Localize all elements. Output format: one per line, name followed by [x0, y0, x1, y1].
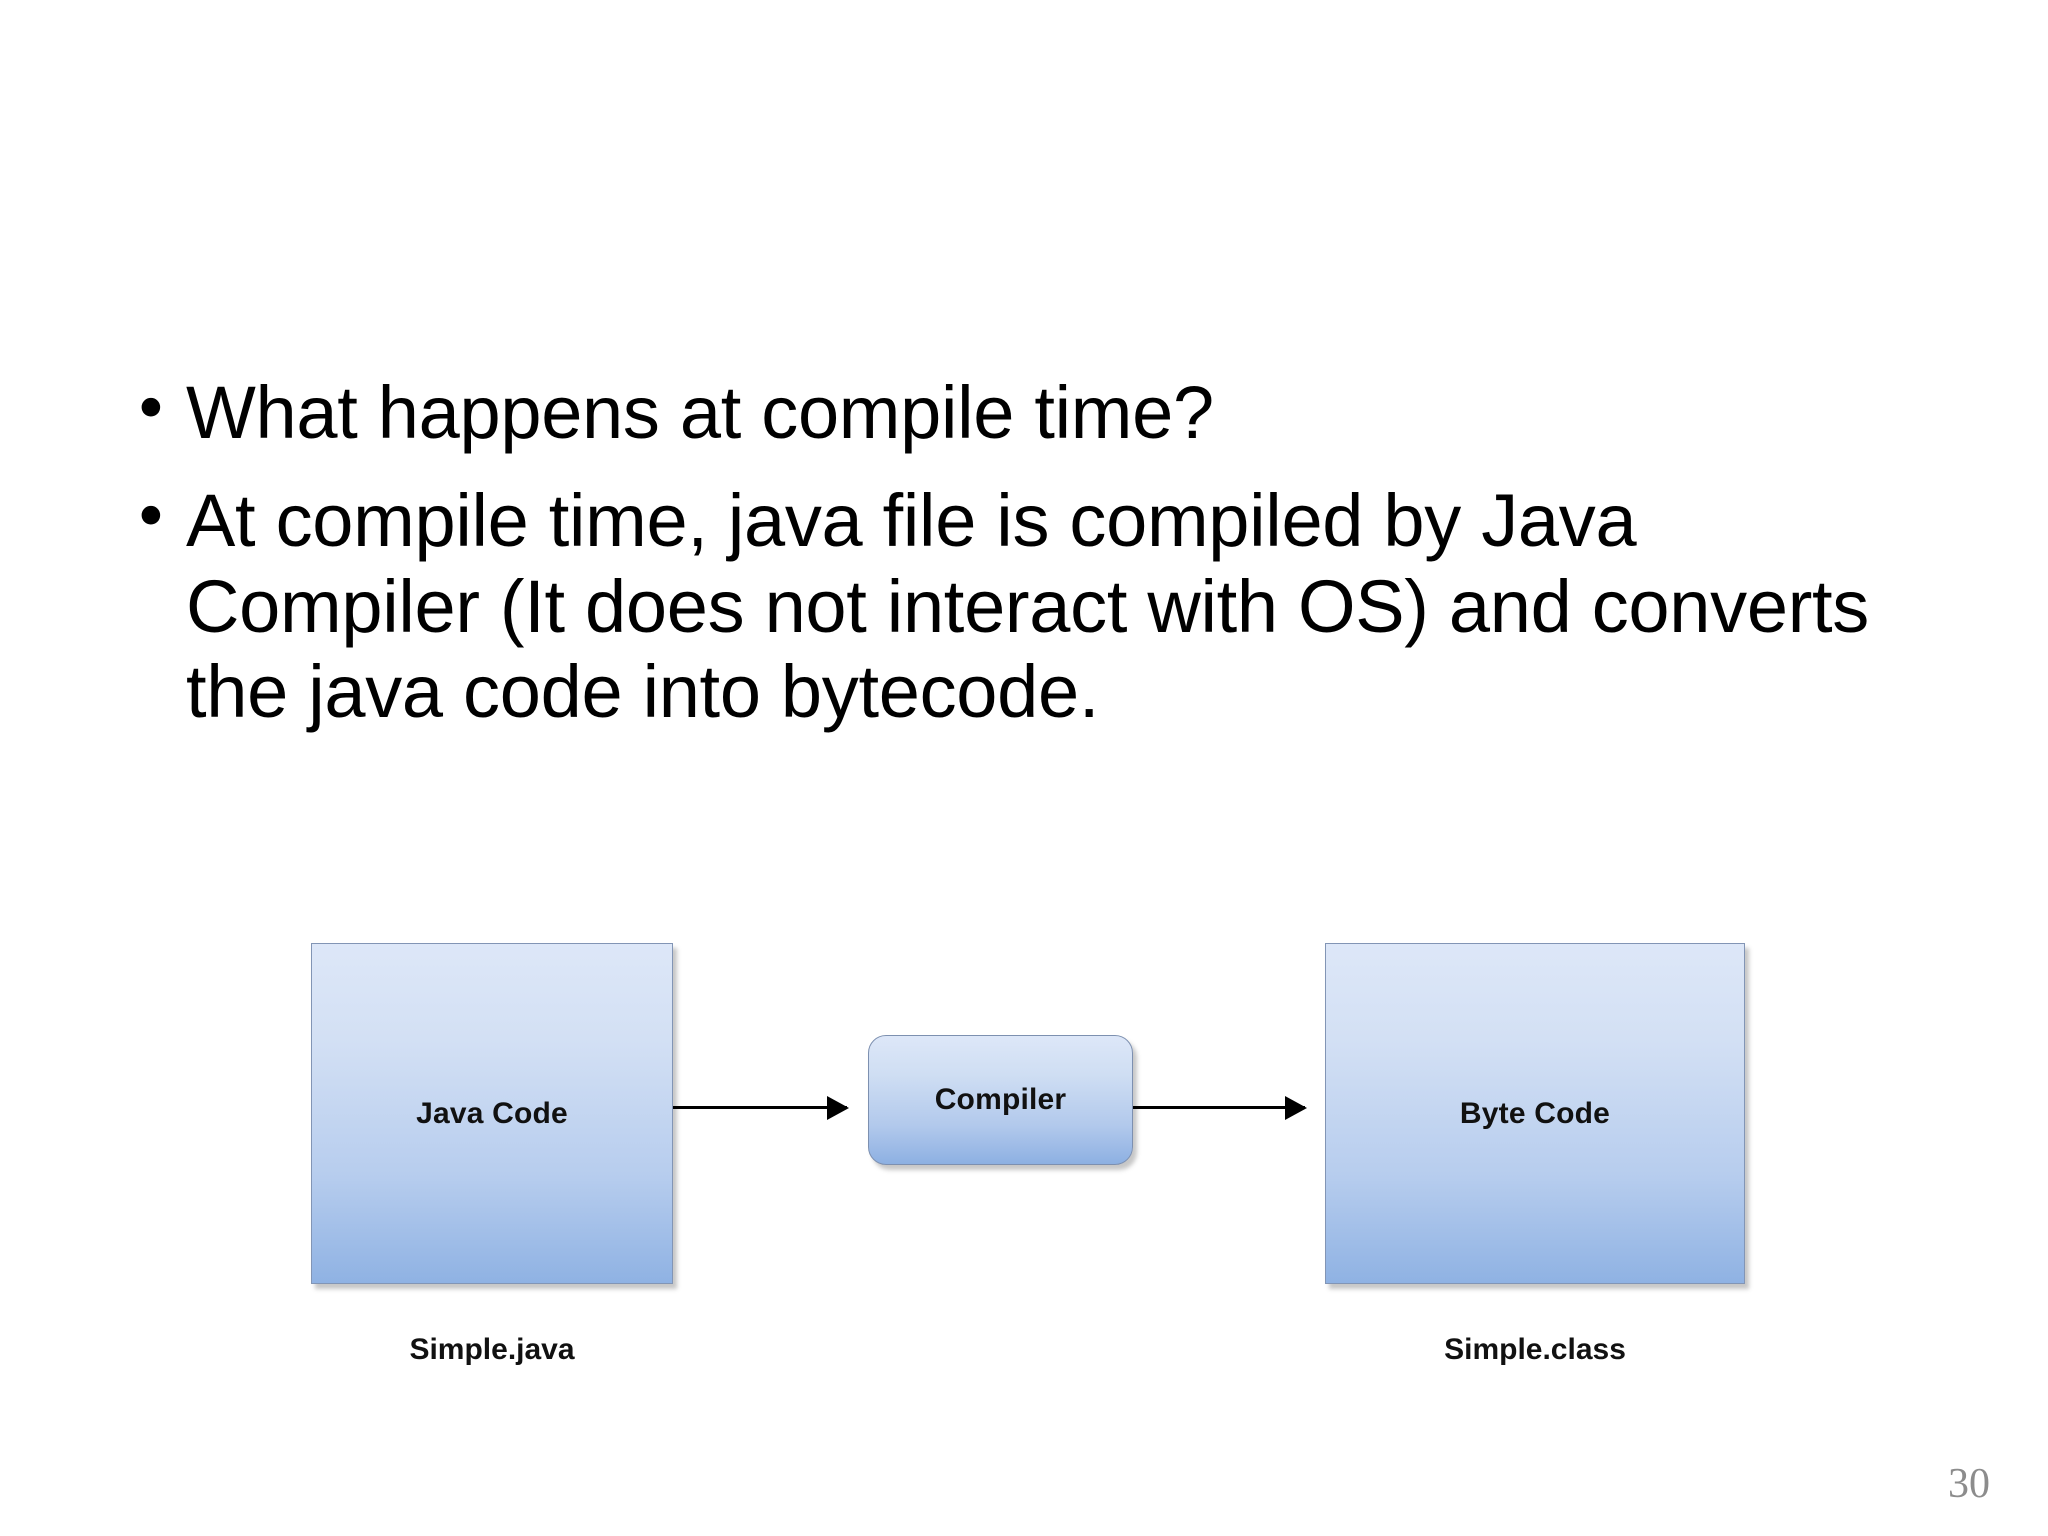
bullet-marker-icon: •: [132, 373, 170, 447]
diagram-node-compiler-label: Compiler: [934, 1083, 1067, 1116]
bullet-list: • What happens at compile time? • At com…: [120, 370, 1930, 757]
bullet-text-2: At compile time, java file is compiled b…: [186, 478, 1870, 734]
diagram-node-byte-code[interactable]: Byte Code: [1325, 943, 1745, 1284]
diagram-node-byte-code-label: Byte Code: [1459, 1096, 1611, 1130]
bullet-item-1: • What happens at compile time?: [120, 370, 1930, 456]
diagram-caption-simple-java: Simple.java: [409, 1333, 575, 1366]
diagram-arrow-java-to-compiler: [673, 1106, 847, 1109]
page-number: 30: [1948, 1461, 1990, 1507]
diagram-node-compiler[interactable]: Compiler: [868, 1035, 1133, 1165]
diagram-arrow-compiler-to-bytecode: [1133, 1106, 1305, 1109]
diagram-caption-simple-class: Simple.class: [1444, 1333, 1626, 1366]
bullet-item-2: • At compile time, java file is compiled…: [120, 478, 1930, 735]
bullet-marker-icon: •: [132, 480, 170, 555]
bullet-text-1: What happens at compile time?: [186, 371, 1214, 454]
diagram-node-java-code-label: Java Code: [416, 1096, 568, 1130]
diagram-node-java-code[interactable]: Java Code: [311, 943, 673, 1284]
